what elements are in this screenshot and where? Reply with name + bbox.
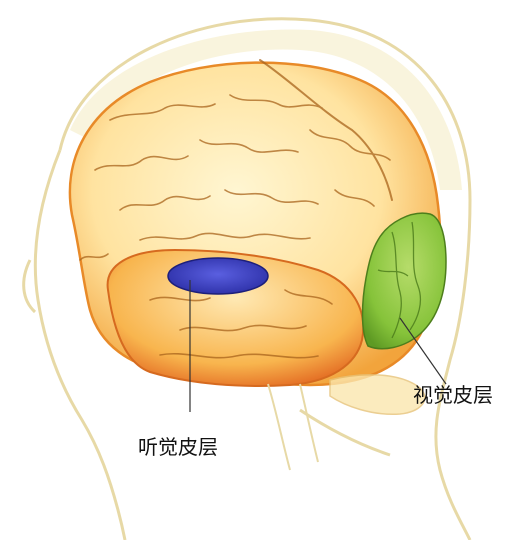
auditory-cortex-label: 听觉皮层 xyxy=(138,437,218,457)
brainstem xyxy=(268,384,318,470)
visual-cortex-label: 视觉皮层 xyxy=(413,385,493,405)
auditory-cortex-region xyxy=(168,258,268,294)
cerebellum xyxy=(330,375,425,415)
